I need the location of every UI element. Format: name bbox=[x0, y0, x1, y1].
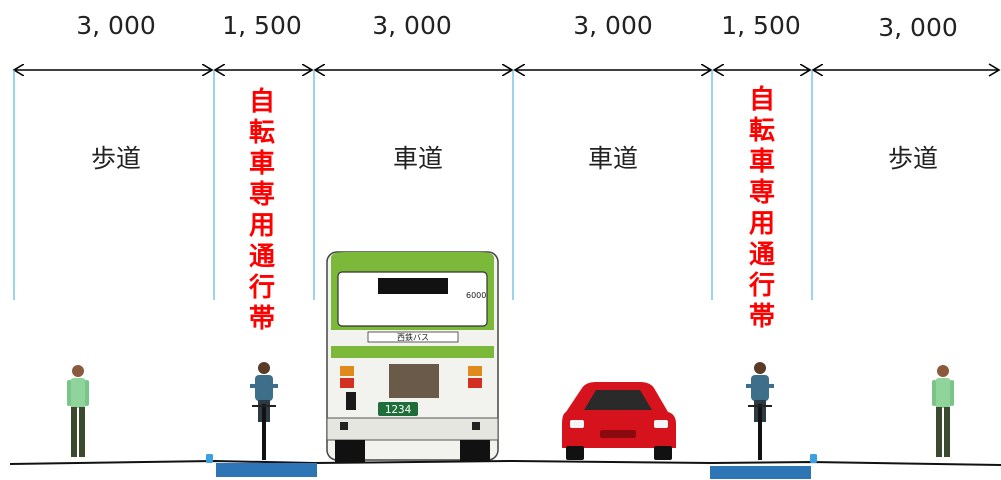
bike-lane-label: 自 転 車 専 用 通 行 帯 bbox=[748, 84, 775, 332]
bike-lane-char: 自 bbox=[249, 86, 275, 117]
bike-lane-char: 用 bbox=[749, 209, 775, 239]
car-icon bbox=[562, 382, 676, 460]
bike-lane-char: 転 bbox=[249, 118, 275, 148]
bike-lane-char: 専 bbox=[249, 180, 275, 210]
pedestrian-icon bbox=[932, 365, 954, 457]
curb-marker bbox=[810, 454, 817, 463]
ground-line bbox=[9, 459, 1001, 466]
zone-label-roadway: 車道 bbox=[588, 144, 638, 173]
dimension-label: 1, 500 bbox=[721, 11, 801, 40]
bike-lane-char: 専 bbox=[749, 178, 775, 208]
zone-boundary-lines bbox=[13, 70, 813, 300]
bus-company-sign: 西鉄バス bbox=[397, 332, 429, 342]
dimension-arrows bbox=[14, 63, 1001, 77]
bike-lane-char: 用 bbox=[249, 211, 275, 241]
zone-label-sidewalk: 歩道 bbox=[91, 144, 141, 173]
dimension-label: 3, 000 bbox=[573, 11, 653, 40]
bike-lane-label: 自 転 車 専 用 通 行 帯 bbox=[248, 86, 275, 334]
bike-lane-char: 自 bbox=[749, 84, 775, 115]
bike-lane-band bbox=[710, 466, 811, 479]
bike-lane-char: 通 bbox=[249, 242, 275, 272]
cyclist-icon bbox=[250, 362, 278, 460]
curb-marker bbox=[206, 454, 213, 463]
bike-lane-char: 帯 bbox=[249, 304, 275, 334]
bike-lane-char: 行 bbox=[748, 270, 775, 301]
zone-label-roadway: 車道 bbox=[393, 144, 443, 173]
dimension-label: 3, 000 bbox=[878, 13, 958, 42]
cyclist-icon bbox=[746, 362, 774, 460]
zone-label-sidewalk: 歩道 bbox=[888, 144, 938, 173]
bus-license-plate: 1234 bbox=[385, 403, 412, 416]
dimension-label: 1, 500 bbox=[222, 11, 302, 40]
bike-lane-char: 帯 bbox=[749, 302, 775, 332]
bus-icon: 6000 西鉄バス 1234 bbox=[326, 251, 499, 462]
bike-lane-char: 転 bbox=[749, 116, 775, 146]
bus-number: 6000 bbox=[466, 291, 486, 300]
bike-lane-char: 車 bbox=[249, 149, 275, 179]
bike-lane-char: 車 bbox=[749, 147, 775, 177]
dimension-label: 3, 000 bbox=[372, 11, 452, 40]
dimension-label: 3, 000 bbox=[76, 11, 156, 40]
bike-lane-band bbox=[216, 463, 317, 477]
pedestrian-icon bbox=[67, 365, 89, 457]
bike-lane-char: 行 bbox=[248, 272, 275, 303]
bike-lane-char: 通 bbox=[749, 240, 775, 270]
